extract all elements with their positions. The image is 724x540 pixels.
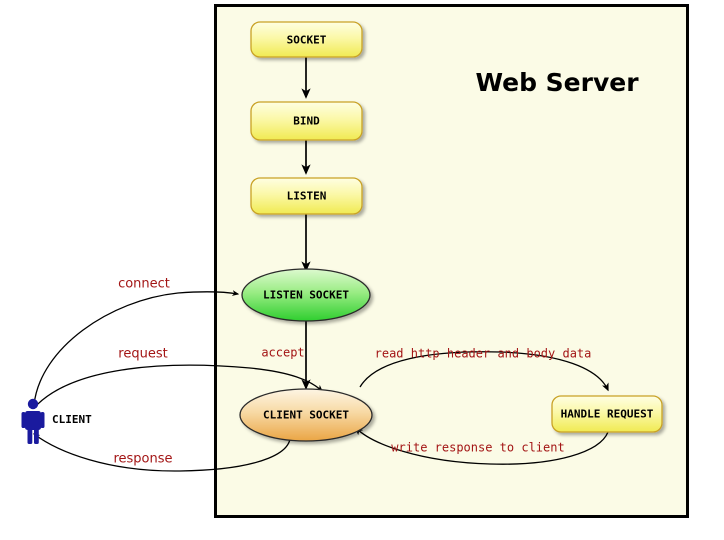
edge-connect: [33, 290, 240, 406]
client-actor-label: CLIENT: [52, 413, 92, 426]
node-socket-shape: [250, 21, 363, 58]
node-listen-socket[interactable]: LISTEN SOCKET: [241, 268, 371, 322]
node-listen-socket-label: LISTEN SOCKET: [263, 289, 349, 302]
edge-label-connect: connect: [118, 277, 170, 292]
node-bind[interactable]: BIND: [250, 101, 363, 141]
client-actor[interactable]: CLIENT: [21, 398, 93, 444]
web-server-title: Web Server: [475, 68, 639, 97]
node-listen-shape: [250, 177, 363, 215]
node-listen-socket-shape: [241, 268, 371, 322]
node-bind-shape: [250, 101, 363, 141]
edge-label-write-response: write response to client: [391, 441, 564, 455]
node-client-socket-label: CLIENT SOCKET: [263, 409, 349, 422]
node-listen-label: LISTEN: [287, 190, 327, 203]
edge-label-request: request: [118, 347, 167, 362]
edge-label-read-http: read http header and body data: [375, 347, 592, 361]
node-client-socket-shape: [239, 388, 373, 442]
edge-response: [32, 428, 291, 472]
node-socket[interactable]: SOCKET: [250, 21, 363, 58]
node-handle-request-shape: [551, 395, 663, 433]
node-handle-request-label: HANDLE REQUEST: [561, 408, 654, 421]
node-client-socket[interactable]: CLIENT SOCKET: [239, 388, 373, 442]
node-listen[interactable]: LISTEN: [250, 177, 363, 215]
person-icon: [21, 398, 45, 444]
edge-label-accept: accept: [261, 346, 304, 360]
node-socket-label: SOCKET: [287, 34, 327, 47]
edge-read-http: [359, 351, 609, 392]
node-bind-label: BIND: [293, 115, 320, 128]
edge-write-response: [354, 426, 609, 465]
edge-request: [33, 364, 323, 409]
node-handle-request[interactable]: HANDLE REQUEST: [551, 395, 663, 433]
edge-label-response: response: [113, 452, 172, 467]
